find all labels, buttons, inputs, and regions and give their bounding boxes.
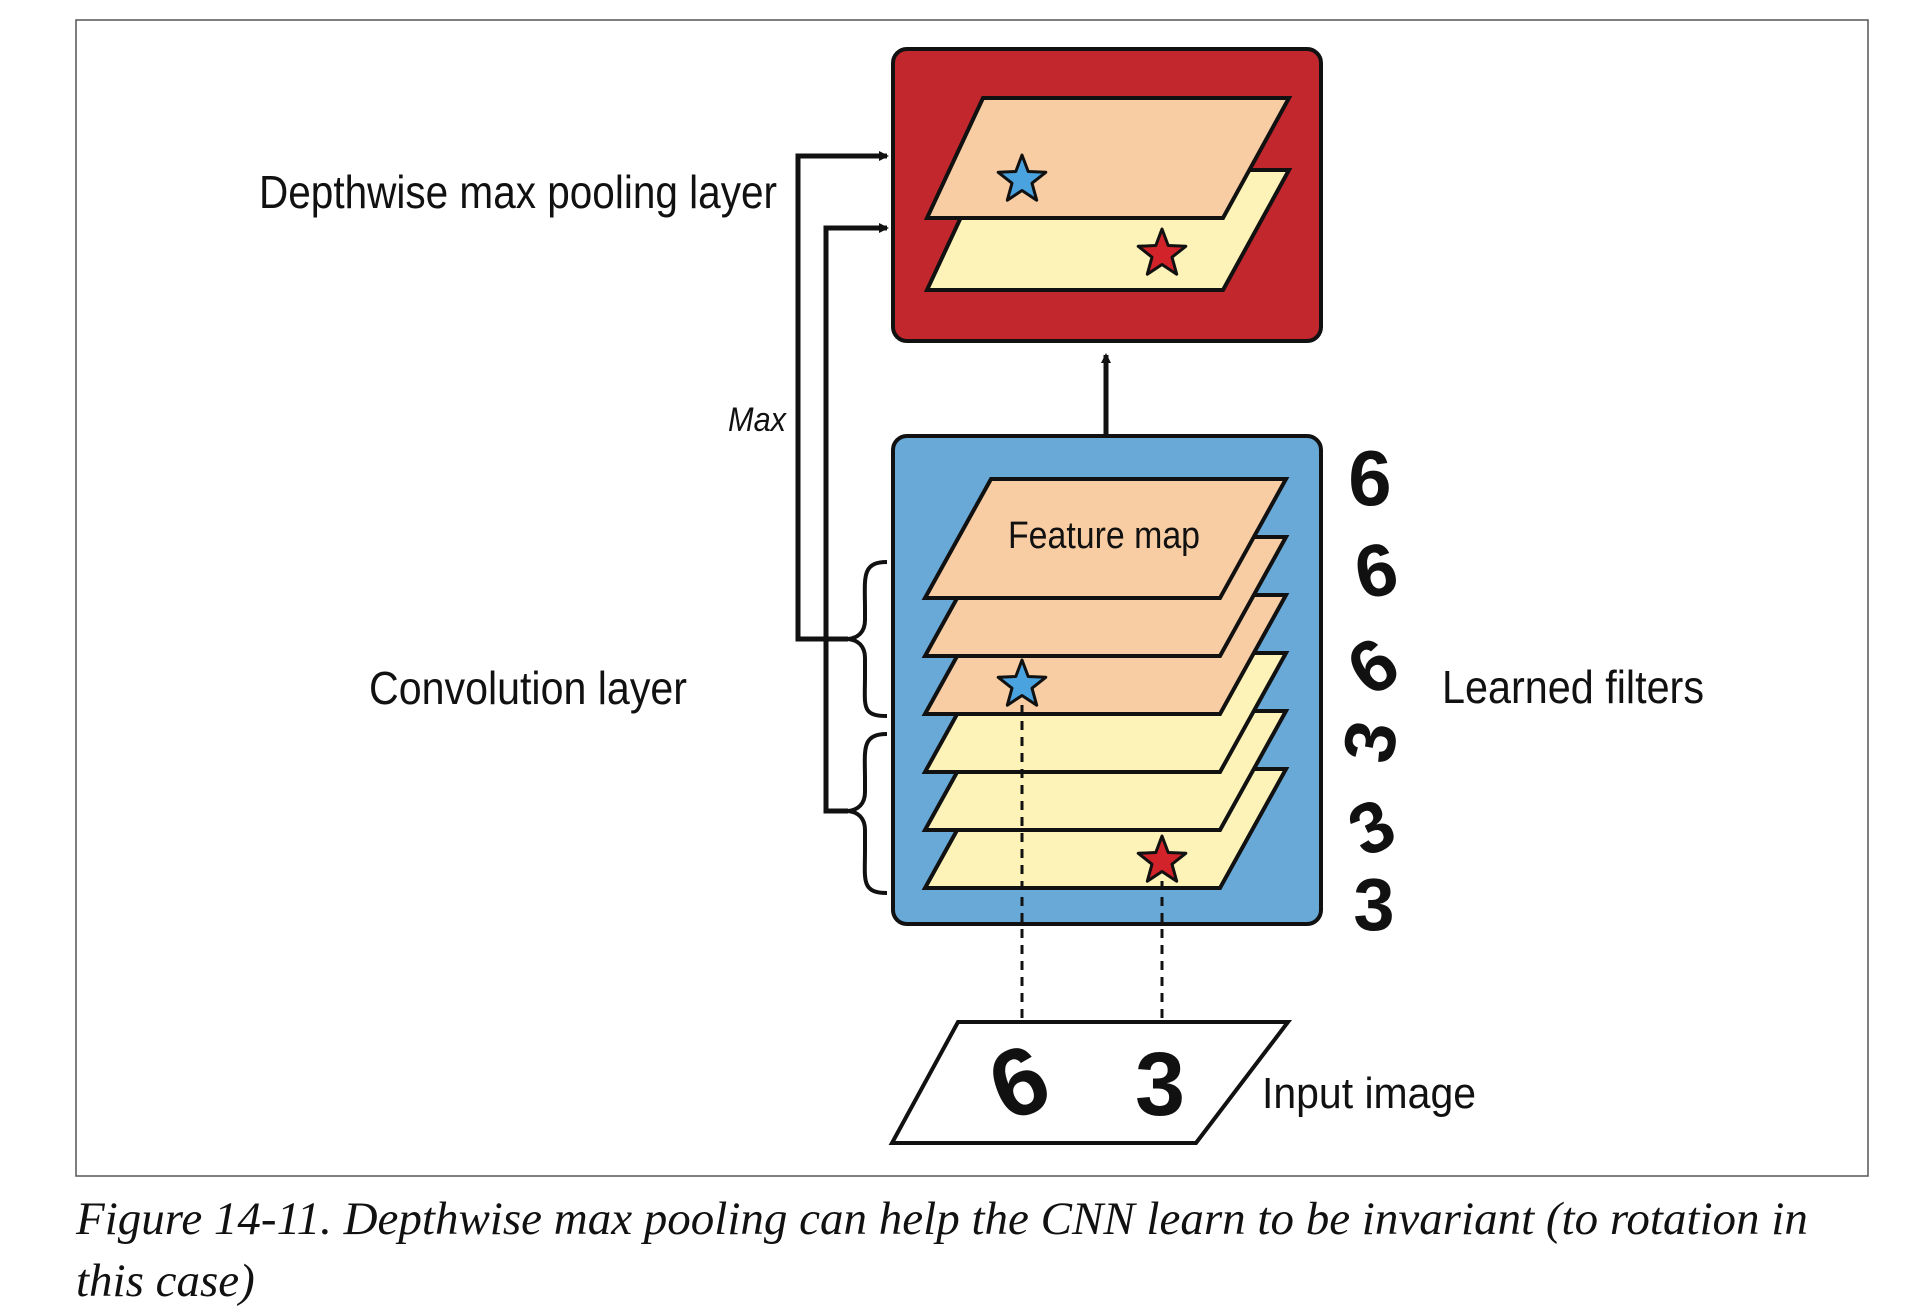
red-star-icon — [1136, 227, 1188, 276]
feature-map-top — [921, 477, 1290, 600]
filter-digit: 3 — [1353, 863, 1394, 946]
feature-map-label: Feature map — [1008, 515, 1200, 557]
convolution-layer-label: Convolution layer — [369, 662, 687, 714]
filter-digit: 6 — [1347, 526, 1405, 616]
blue-star-icon — [996, 658, 1048, 707]
max-line-outer — [795, 151, 889, 642]
max-label: Max — [728, 401, 787, 439]
max-line-inner — [823, 223, 889, 814]
filter-digit: 3 — [1328, 715, 1414, 768]
figure-caption: Figure 14-11. Depthwise max pooling can … — [76, 1193, 1808, 1307]
input-digit-3: 3 — [1135, 1035, 1185, 1135]
filter-digit: 3 — [1337, 783, 1407, 872]
pooled-map-top — [923, 96, 1293, 220]
figure-frame — [75, 19, 1869, 1177]
pooling-layer-label: Depthwise max pooling layer — [259, 166, 777, 218]
filter-digit: 6 — [1332, 620, 1413, 712]
input-image-label: Input image — [1262, 1069, 1476, 1118]
brace-upper — [847, 560, 888, 718]
brace-lower — [847, 732, 888, 895]
input-image — [888, 1020, 1293, 1145]
blue-star-icon — [996, 153, 1048, 202]
filter-digit: 6 — [1348, 434, 1391, 522]
learned-filters-label: Learned filters — [1442, 661, 1704, 713]
red-star-icon — [1136, 834, 1188, 883]
